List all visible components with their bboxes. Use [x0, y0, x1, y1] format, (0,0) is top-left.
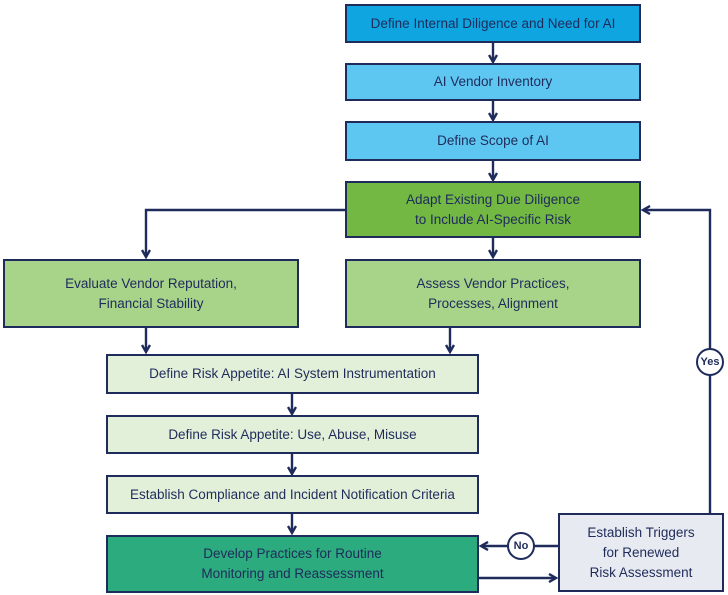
edge-label-yes: Yes [696, 348, 724, 376]
node-label: Define Risk Appetite: AI System Instrume… [149, 366, 436, 381]
node-ai-vendor-inventory: AI Vendor Inventory [345, 63, 641, 101]
node-label: Develop Practices for Routine Monitoring… [201, 546, 384, 581]
edge-n4-n5 [146, 208, 345, 257]
node-establish-triggers: Establish Triggers for Renewed Risk Asse… [558, 513, 724, 592]
edge-n11-n4-yes [643, 210, 712, 513]
node-define-scope-of-ai: Define Scope of AI [345, 121, 641, 161]
node-develop-monitoring-practices: Develop Practices for Routine Monitoring… [106, 535, 479, 593]
node-risk-appetite-instrumentation: Define Risk Appetite: AI System Instrume… [106, 354, 479, 394]
node-assess-vendor-practices: Assess Vendor Practices, Processes, Alig… [345, 259, 641, 328]
node-label: Define Scope of AI [437, 133, 549, 148]
node-label: Establish Triggers for Renewed Risk Asse… [587, 524, 695, 580]
node-label: Define Risk Appetite: Use, Abuse, Misuse [168, 426, 417, 442]
node-adapt-due-diligence: Adapt Existing Due Diligence to Include … [345, 181, 641, 238]
node-label: Evaluate Vendor Reputation, Financial St… [65, 275, 237, 311]
node-label: Establish Compliance and Incident Notifi… [130, 486, 455, 502]
node-label: AI Vendor Inventory [433, 74, 553, 89]
node-define-internal-diligence: Define Internal Diligence and Need for A… [345, 4, 641, 43]
node-label: Assess Vendor Practices, Processes, Alig… [416, 275, 570, 311]
node-evaluate-vendor-reputation: Evaluate Vendor Reputation, Financial St… [3, 259, 299, 328]
node-risk-appetite-use-abuse: Define Risk Appetite: Use, Abuse, Misuse [106, 415, 479, 454]
node-label: Define Internal Diligence and Need for A… [370, 15, 616, 31]
node-compliance-incident-criteria: Establish Compliance and Incident Notifi… [106, 475, 479, 514]
edge-label-no: No [507, 532, 535, 560]
node-label: Adapt Existing Due Diligence to Include … [405, 191, 581, 227]
